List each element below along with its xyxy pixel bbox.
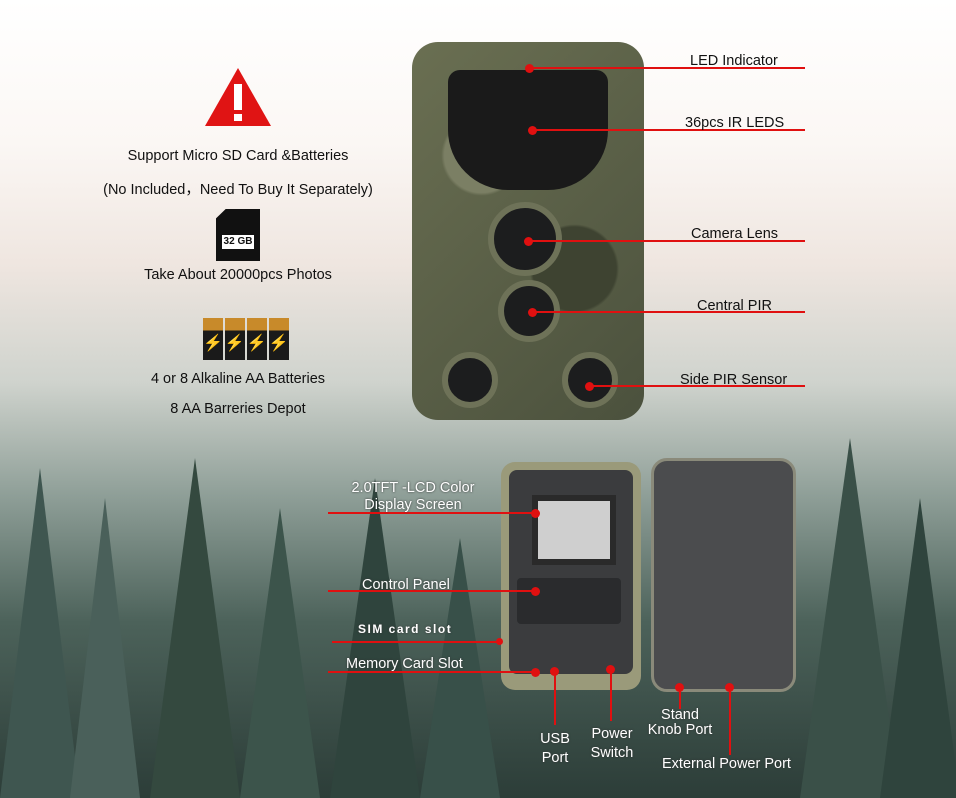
photos-text: Take About 20000pcs Photos	[144, 267, 332, 283]
label-memory-card: Memory Card Slot	[346, 656, 463, 672]
sd-card-icon: 32 GB	[216, 209, 260, 261]
label-side-pir: Side PIR Sensor	[680, 372, 788, 388]
sd-support-text: Support Micro SD Card &Batteries	[127, 148, 349, 164]
label-usb-port: USB Port	[540, 731, 570, 766]
label-led-indicator: LED Indicator	[690, 53, 778, 69]
batteries-depot-text: 8 AA Barreries Depot	[170, 401, 306, 417]
label-stand-knob: Stand Knob Port	[647, 707, 713, 738]
sd-not-included-text: (No Included，Need To Buy It Separately)	[103, 182, 373, 198]
batteries-text: 4 or 8 Alkaline AA Batteries	[150, 371, 326, 387]
label-display-screen: 2.0TFT -LCD Color Display Screen	[351, 480, 475, 513]
label-sim-slot: SIM card slot	[358, 622, 453, 636]
label-control-panel: Control Panel	[362, 577, 450, 593]
label-central-pir: Central PIR	[697, 298, 772, 314]
label-external-power: External Power Port	[662, 756, 791, 772]
label-power-switch: Power Switch	[590, 726, 634, 761]
warning-triangle-icon	[205, 68, 271, 126]
camera-front-image	[412, 42, 644, 420]
camera-cover-image	[651, 458, 796, 692]
label-camera-lens: Camera Lens	[691, 226, 779, 242]
camera-inner-image	[501, 462, 641, 690]
battery-icon: ⚡ ⚡ ⚡ ⚡	[203, 318, 289, 360]
label-ir-leds: 36pcs IR LEDS	[685, 115, 785, 131]
